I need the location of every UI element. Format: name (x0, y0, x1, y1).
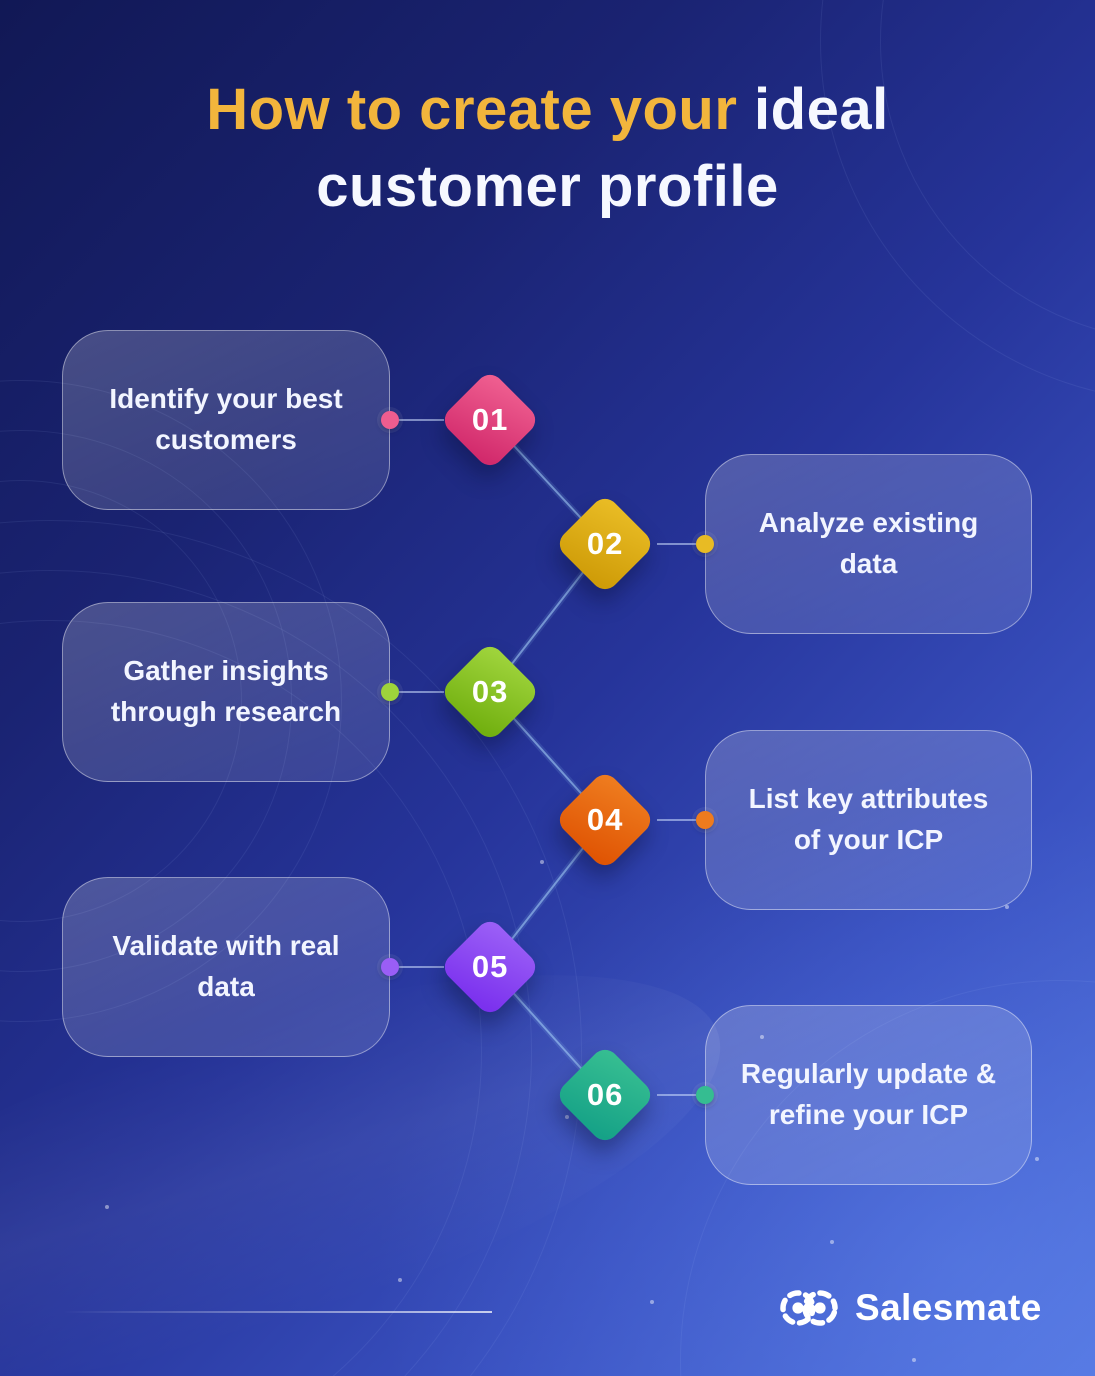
salesmate-logo-icon (780, 1290, 838, 1326)
step-card-6: Regularly update & refine your ICP (705, 1005, 1032, 1185)
step-number: 02 (586, 525, 624, 561)
step-label: Regularly update & refine your ICP (740, 1058, 997, 1130)
connector-dot (381, 411, 399, 429)
step-diamond-2: 02 (554, 493, 656, 595)
step-card-2: Analyze existing data (705, 454, 1032, 634)
connector-dot (381, 958, 399, 976)
step-label: Analyze existing data (758, 507, 979, 579)
title-line2: customer profile (316, 153, 779, 219)
step-card-3: Gather insights through research (62, 602, 390, 782)
step-label: List key attributes of your ICP (748, 783, 989, 855)
step-diamond-1: 01 (439, 369, 541, 471)
step-number: 01 (471, 401, 509, 437)
step-label: Validate with real data (112, 930, 340, 1002)
step-card-4: List key attributes of your ICP (705, 730, 1032, 910)
brand-name: Salesmate (855, 1287, 1042, 1328)
connector-dot (381, 683, 399, 701)
connector-dot (696, 1086, 714, 1104)
step-label: Gather insights through research (110, 655, 342, 727)
title-highlight: How to create your (206, 77, 738, 142)
step-number: 06 (586, 1076, 624, 1112)
step-number: 04 (586, 801, 624, 837)
footer-divider (62, 1311, 492, 1313)
page-title: How to create your ideal customer profil… (0, 72, 1095, 225)
step-number: 03 (471, 673, 509, 709)
step-label: Identify your best customers (109, 383, 343, 455)
step-number: 05 (471, 948, 509, 984)
step-diamond-4: 04 (554, 769, 656, 871)
connector-dot (696, 535, 714, 553)
step-card-1: Identify your best customers (62, 330, 390, 510)
brand-logo: Salesmate (776, 1284, 1042, 1332)
connector-dot (696, 811, 714, 829)
title-white: ideal (754, 77, 889, 142)
step-card-5: Validate with real data (62, 877, 390, 1057)
